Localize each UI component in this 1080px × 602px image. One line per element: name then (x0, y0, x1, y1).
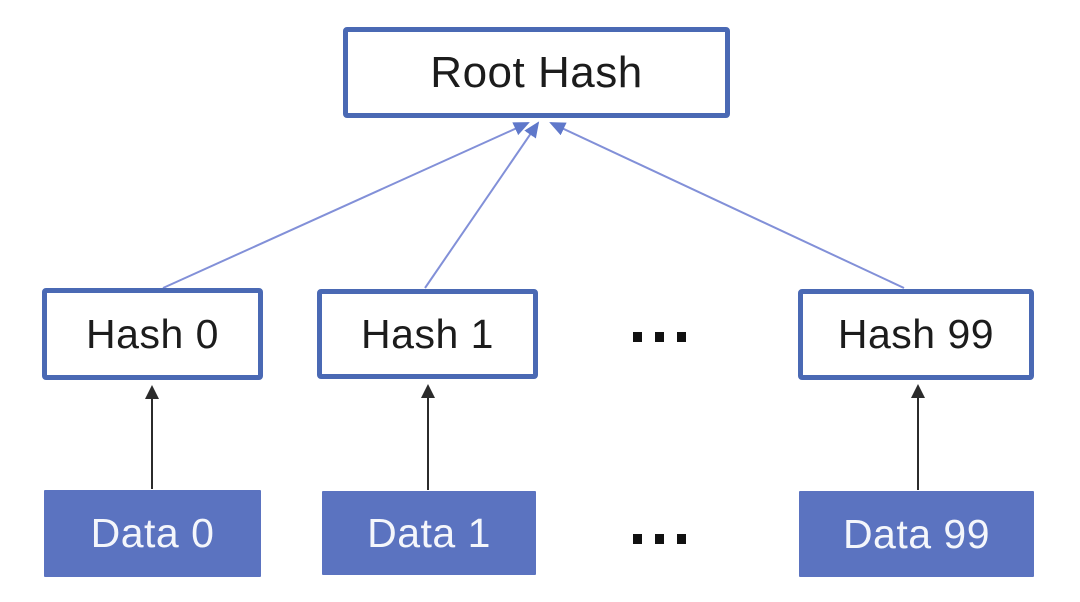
data-0-node: Data 0 (44, 490, 261, 577)
edge-hash99-to-root (549, 122, 905, 289)
root-hash-label: Root Hash (430, 47, 643, 97)
hash-0-label: Hash 0 (86, 310, 219, 357)
hash-row-ellipsis-icon (633, 332, 686, 342)
data-row-ellipsis-icon (633, 534, 686, 544)
hash-99-node: Hash 99 (798, 289, 1034, 380)
hash-99-label: Hash 99 (837, 311, 995, 357)
data-99-node: Data 99 (799, 491, 1034, 577)
data-1-node: Data 1 (322, 491, 536, 575)
data-99-label: Data 99 (842, 510, 991, 557)
edge-hash1-to-root (424, 121, 540, 289)
root-hash-node: Root Hash (343, 27, 730, 118)
data-1-label: Data 1 (367, 509, 491, 556)
hash-0-node: Hash 0 (42, 288, 263, 380)
edge-hash0-to-root (162, 122, 530, 289)
hash-1-label: Hash 1 (361, 310, 494, 357)
data-0-label: Data 0 (90, 510, 215, 556)
hash-1-node: Hash 1 (317, 289, 538, 379)
